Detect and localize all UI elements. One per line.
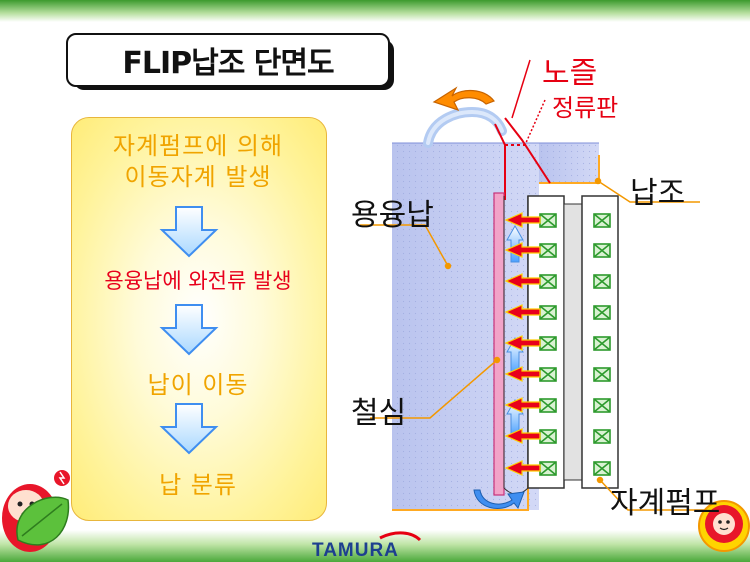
flow-down-arrow-3 [159, 403, 219, 455]
coil-right-9 [593, 461, 611, 476]
coil-group [539, 213, 611, 476]
eddy-arrow-4 [504, 304, 541, 320]
coil-right-4 [593, 305, 611, 320]
circulation-arrow [473, 489, 525, 509]
solder-tank [392, 142, 600, 511]
label-rectifier: 정류판 [552, 94, 619, 122]
flow-down-arrow-2 [159, 304, 219, 356]
label-magnetic-pump: 자계펌프 [610, 486, 721, 521]
header-band [0, 0, 750, 22]
flow-step-4: 납 분류 [159, 471, 237, 499]
coil-right-1 [593, 213, 611, 228]
flow-step-3: 납이 이동 [147, 371, 249, 399]
mascot-badge-right [698, 500, 750, 552]
coil-left-9 [539, 461, 557, 476]
coil-right-8 [593, 429, 611, 444]
logo-swoosh [379, 531, 422, 542]
iron-core [493, 192, 505, 496]
eddy-arrow-6 [504, 366, 541, 382]
footer-band [0, 530, 750, 562]
eddy-arrow-9 [504, 460, 541, 476]
coil-right-3 [593, 274, 611, 289]
coil-left-2 [539, 243, 557, 258]
nozzle-flow-arrow [432, 86, 495, 112]
coil-left-5 [539, 336, 557, 351]
leader-lines [360, 59, 705, 511]
eddy-arrow-3 [504, 273, 541, 289]
eddy-arrow-7 [504, 397, 541, 413]
coil-left-1 [539, 213, 557, 228]
coil-left-3 [539, 274, 557, 289]
page-title: FLIP납조 단면도 [66, 33, 390, 87]
label-nozzle: 노즐 [542, 56, 598, 91]
tamura-logo: TAMURA [312, 540, 399, 561]
flow-step-1-line-1: 자계펌프에 의해 [112, 132, 284, 160]
eddy-arrow-8 [504, 428, 541, 444]
eddy-arrow-1 [504, 212, 541, 228]
coil-right-5 [593, 336, 611, 351]
coil-left-6 [539, 367, 557, 382]
eddy-current-arrows [504, 212, 541, 476]
nozzle-walls [494, 117, 551, 200]
flow-down-arrow-1 [159, 206, 219, 258]
mascot-left [2, 470, 70, 552]
solder-jet-arc [423, 106, 507, 148]
coil-left-7 [539, 398, 557, 413]
coil-right-7 [593, 398, 611, 413]
label-iron-core: 철심 [351, 396, 407, 431]
coil-left-4 [539, 305, 557, 320]
label-molten-solder: 용융납 [351, 198, 434, 233]
coil-right-6 [593, 367, 611, 382]
eddy-arrow-5 [504, 335, 541, 351]
coil-left-8 [539, 429, 557, 444]
label-solder-tank: 납조 [630, 176, 686, 211]
eddy-arrow-2 [504, 242, 541, 258]
flow-step-2: 용융납에 와전류 발생 [104, 269, 292, 293]
coil-right-2 [593, 243, 611, 258]
flow-step-1-line-2: 이동자계 발생 [124, 163, 272, 191]
